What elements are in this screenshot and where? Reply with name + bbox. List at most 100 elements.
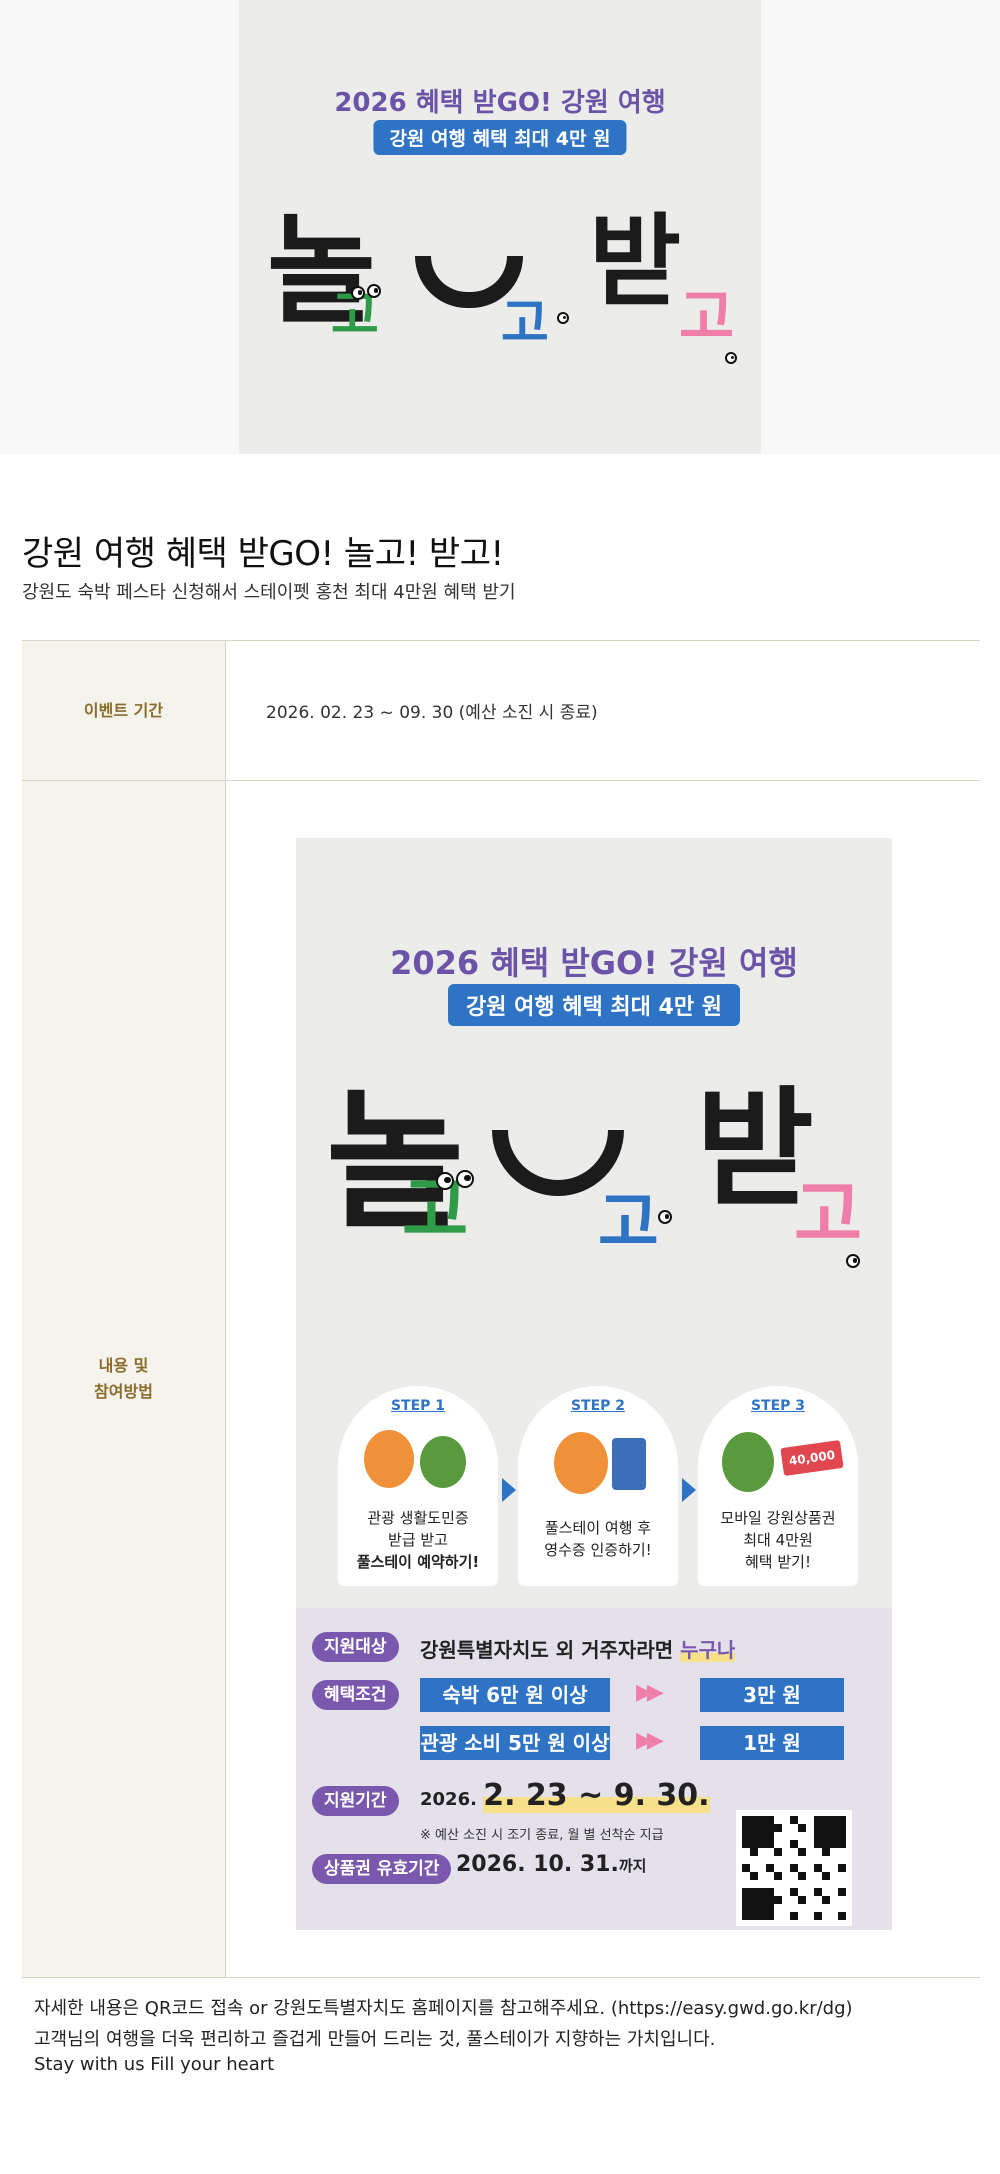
target-text-main: 강원특별자치도 외 거주자라면 xyxy=(420,1638,674,1662)
qr-module xyxy=(790,1896,798,1904)
qr-module xyxy=(774,1864,782,1872)
step-title: STEP 1 xyxy=(390,1398,446,1414)
step-line: 혜택 받기! xyxy=(745,1552,811,1571)
qr-module xyxy=(806,1864,814,1872)
period-pill: 지원기간 xyxy=(312,1786,399,1816)
qr-module xyxy=(814,1816,822,1824)
qr-module xyxy=(774,1848,782,1856)
qr-module xyxy=(822,1832,830,1840)
qr-module xyxy=(774,1912,782,1920)
qr-module xyxy=(766,1848,774,1856)
qr-module xyxy=(750,1856,758,1864)
hero-go-blue: 고 xyxy=(501,294,549,354)
qr-module xyxy=(782,1824,790,1832)
qr-module xyxy=(750,1816,758,1824)
validity-date: 2026. 10. 31.까지 xyxy=(456,1852,646,1877)
qr-module xyxy=(758,1840,766,1848)
tiger-mascot-icon xyxy=(554,1432,608,1494)
hero-poster-title: 2026 혜택 받GO! 강원 여행 xyxy=(334,88,666,118)
double-arrow-icon: ▶▶ xyxy=(636,1680,664,1705)
qr-module xyxy=(766,1840,774,1848)
qr-module xyxy=(798,1840,806,1848)
step-text: 풀스테이 여행 후 영수증 인증하기! xyxy=(518,1518,678,1562)
qr-module xyxy=(806,1912,814,1920)
step-title: STEP 2 xyxy=(570,1398,626,1414)
qr-module xyxy=(782,1864,790,1872)
poster-info-box: 지원대상 강원특별자치도 외 거주자라면 누구나 혜택조건 숙박 6만 원 이상… xyxy=(296,1608,892,1930)
qr-module xyxy=(782,1816,790,1824)
qr-module xyxy=(806,1896,814,1904)
tiger-mascot-icon xyxy=(364,1430,414,1488)
poster-go-blue: 고 xyxy=(598,1184,659,1261)
qr-module xyxy=(830,1856,838,1864)
qr-module xyxy=(766,1912,774,1920)
qr-module xyxy=(774,1816,782,1824)
qr-module xyxy=(822,1824,830,1832)
qr-module xyxy=(822,1888,830,1896)
qr-module xyxy=(798,1912,806,1920)
qr-module xyxy=(822,1840,830,1848)
condition-1: 숙박 6만 원 이상 xyxy=(420,1678,610,1712)
qr-module xyxy=(774,1880,782,1888)
step-line: 영수증 인증하기! xyxy=(544,1540,652,1559)
qr-module xyxy=(766,1896,774,1904)
qr-module xyxy=(830,1904,838,1912)
qr-module xyxy=(766,1864,774,1872)
qr-module xyxy=(814,1848,822,1856)
qr-module xyxy=(750,1840,758,1848)
qr-module xyxy=(766,1816,774,1824)
qr-module xyxy=(830,1888,838,1896)
qr-module xyxy=(742,1864,750,1872)
qr-module xyxy=(806,1832,814,1840)
qr-module xyxy=(790,1912,798,1920)
footer-notes: 자세한 내용은 QR코드 접속 or 강원도특별자치도 홈페이지를 참고해주세요… xyxy=(34,1996,853,2084)
qr-module xyxy=(790,1832,798,1840)
step-line: 풀스테이 예약하기! xyxy=(356,1552,480,1571)
qr-module xyxy=(806,1872,814,1880)
qr-module xyxy=(822,1904,830,1912)
page-subtitle: 강원도 숙박 페스타 신청해서 스테이펫 홍천 최대 4만원 혜택 받기 xyxy=(22,582,516,603)
qr-module xyxy=(814,1840,822,1848)
qr-code[interactable] xyxy=(736,1810,852,1926)
qr-module xyxy=(758,1848,766,1856)
qr-module xyxy=(814,1904,822,1912)
qr-module xyxy=(814,1856,822,1864)
qr-module xyxy=(774,1824,782,1832)
qr-module xyxy=(758,1856,766,1864)
qr-module xyxy=(790,1816,798,1824)
qr-module xyxy=(814,1832,822,1840)
qr-module xyxy=(838,1848,846,1856)
qr-module xyxy=(838,1816,846,1824)
qr-module xyxy=(830,1816,838,1824)
step-line: 최대 4만원 xyxy=(743,1530,813,1549)
hero-banner: 2026 혜택 받GO! 강원 여행 강원 여행 혜택 최대 4만 원 놀 고 … xyxy=(0,0,1000,454)
table-row: 내용 및 참여방법 xyxy=(22,781,980,1978)
qr-module xyxy=(838,1888,846,1896)
qr-module xyxy=(830,1880,838,1888)
qr-module xyxy=(806,1888,814,1896)
qr-module xyxy=(750,1864,758,1872)
qr-module xyxy=(790,1872,798,1880)
qr-module xyxy=(798,1904,806,1912)
qr-module xyxy=(750,1888,758,1896)
qr-module xyxy=(838,1904,846,1912)
condition-2: 관광 소비 5만 원 이상 xyxy=(420,1726,610,1760)
double-arrow-icon: ▶▶ xyxy=(636,1728,664,1753)
qr-module xyxy=(742,1848,750,1856)
qr-module xyxy=(758,1824,766,1832)
qr-module xyxy=(758,1912,766,1920)
qr-module xyxy=(782,1848,790,1856)
qr-module xyxy=(742,1832,750,1840)
hero-word-bat: 받 xyxy=(589,203,681,320)
qr-module xyxy=(782,1856,790,1864)
condition-pill: 혜택조건 xyxy=(312,1680,399,1710)
qr-module xyxy=(838,1912,846,1920)
qr-module xyxy=(814,1880,822,1888)
qr-module xyxy=(798,1816,806,1824)
qr-module xyxy=(790,1904,798,1912)
qr-module xyxy=(750,1912,758,1920)
qr-module xyxy=(830,1832,838,1840)
qr-module xyxy=(822,1856,830,1864)
qr-module xyxy=(822,1912,830,1920)
qr-module xyxy=(758,1816,766,1824)
